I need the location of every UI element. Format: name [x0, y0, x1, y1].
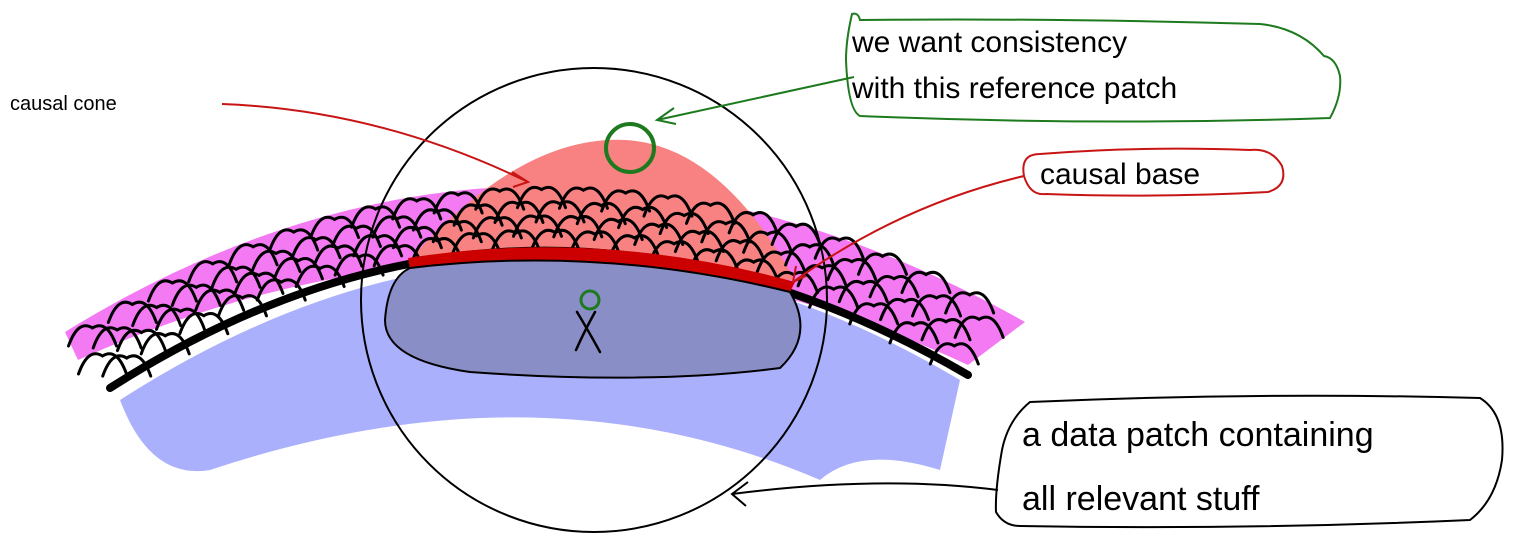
data-patch-label-line1: a data patch containing	[1022, 416, 1374, 454]
causal-base-label: causal base	[1040, 158, 1200, 191]
consistency-arrow	[657, 77, 854, 120]
causal-cone-label: causal cone	[10, 93, 117, 115]
causal-cone-arrow	[222, 104, 528, 182]
data-patch-label-line2: all relevant stuff	[1022, 480, 1260, 518]
consistency-label-line2: with this reference patch	[851, 72, 1177, 105]
consistency-label-line1: we want consistency	[851, 26, 1127, 59]
data-patch-arrow	[732, 483, 998, 494]
